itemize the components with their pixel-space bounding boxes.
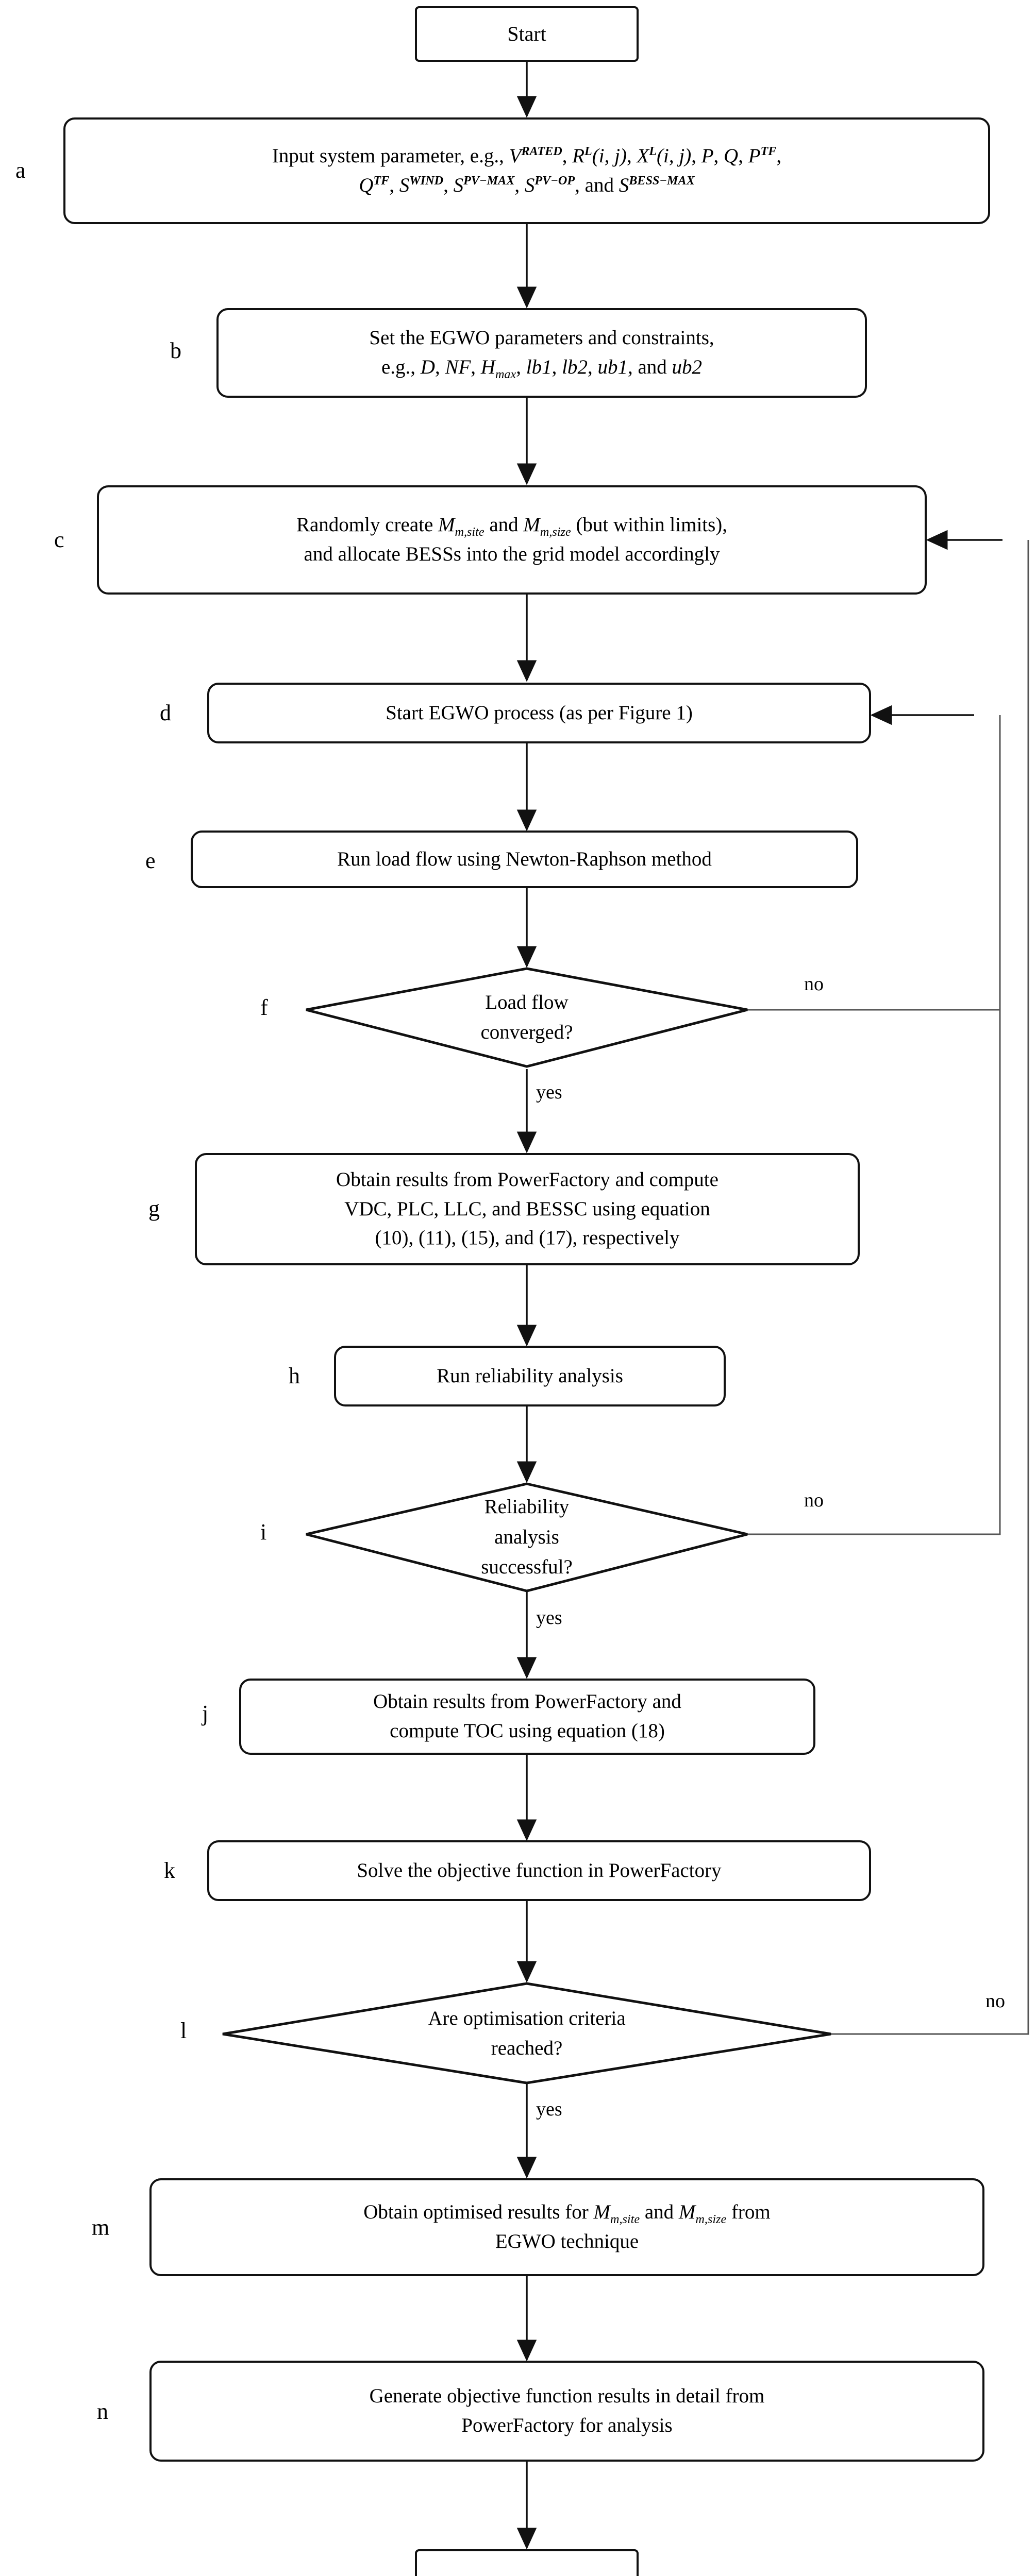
node-n-line2: PowerFactory for analysis: [461, 2414, 673, 2436]
node-j-line1: Obtain results from PowerFactory and: [373, 1690, 681, 1713]
node-g-line3: (10), (11), (15), and (17), respectively: [375, 1227, 680, 1249]
node-m-label: Obtain optimised results for Mm,site and…: [363, 2201, 771, 2252]
node-a[interactable]: Input system parameter, e.g., VRATED, RL…: [63, 117, 990, 224]
node-c[interactable]: Randomly create Mm,site and Mm,size (but…: [97, 485, 927, 595]
edge-label-f-no: no: [804, 973, 824, 995]
node-h[interactable]: Run reliability analysis: [334, 1346, 726, 1406]
step-tag-a: a: [15, 158, 26, 183]
node-l-line1: Are optimisation criteria: [428, 2007, 626, 2029]
node-d[interactable]: Start EGWO process (as per Figure 1): [207, 683, 871, 743]
node-j-label: Obtain results from PowerFactory and comp…: [362, 1687, 693, 1745]
node-n-line1: Generate objective function results in d…: [369, 2385, 765, 2408]
step-tag-m: m: [92, 2215, 110, 2240]
node-a-label: Input system parameter, e.g., VRATED, RL…: [272, 144, 782, 196]
node-f-label: Load flow converged?: [306, 969, 747, 1066]
edge-i-no-path: [747, 1010, 1001, 1535]
node-j[interactable]: Obtain results from PowerFactory and comp…: [239, 1679, 815, 1755]
node-e[interactable]: Run load flow using Newton-Raphson metho…: [191, 831, 858, 888]
step-tag-k: k: [164, 1858, 175, 1883]
node-g-line2: VDC, PLC, LLC, and BESSC using equation: [344, 1197, 710, 1220]
step-tag-i: i: [260, 1519, 267, 1545]
node-c-label: Randomly create Mm,site and Mm,size (but…: [296, 514, 728, 565]
edge-l-no-path: [831, 540, 1029, 2035]
node-i-line1: Reliability: [484, 1496, 570, 1518]
step-tag-j: j: [202, 1701, 209, 1726]
node-end[interactable]: END: [415, 2549, 639, 2576]
edge-label-l-yes: yes: [536, 2098, 562, 2120]
step-tag-b: b: [170, 338, 181, 363]
node-i[interactable]: Reliability analysis successful?: [306, 1484, 747, 1591]
node-d-label: Start EGWO process (as per Figure 1): [386, 701, 693, 724]
edge-label-i-yes: yes: [536, 1607, 562, 1629]
node-b[interactable]: Set the EGWO parameters and constraints,…: [216, 308, 867, 398]
step-tag-d: d: [160, 700, 171, 725]
node-g-label: Obtain results from PowerFactory and com…: [325, 1165, 730, 1253]
node-start-label: Start: [507, 22, 546, 45]
node-l[interactable]: Are optimisation criteria reached?: [223, 1984, 831, 2083]
node-g-line1: Obtain results from PowerFactory and com…: [336, 1168, 718, 1191]
edge-label-l-no: no: [985, 1990, 1005, 2012]
step-tag-g: g: [148, 1196, 160, 1221]
node-i-line3: successful?: [481, 1556, 573, 1579]
node-f-line2: converged?: [480, 1021, 573, 1043]
node-f[interactable]: Load flow converged?: [306, 969, 747, 1066]
node-l-line2: reached?: [491, 2037, 563, 2059]
node-h-label: Run reliability analysis: [437, 1364, 623, 1387]
node-start[interactable]: Start: [415, 6, 639, 62]
step-tag-f: f: [260, 995, 268, 1020]
node-n[interactable]: Generate objective function results in d…: [149, 2361, 984, 2462]
node-j-line2: compute TOC using equation (18): [390, 1720, 665, 1742]
step-tag-h: h: [289, 1363, 300, 1388]
edge-label-f-yes: yes: [536, 1081, 562, 1103]
step-tag-l: l: [180, 2018, 187, 2043]
node-e-label: Run load flow using Newton-Raphson metho…: [337, 848, 712, 870]
edge-label-i-no: no: [804, 1489, 824, 1511]
node-l-label: Are optimisation criteria reached?: [223, 1984, 831, 2083]
node-end-label: END: [494, 2573, 559, 2576]
node-f-line1: Load flow: [485, 991, 569, 1013]
node-g[interactable]: Obtain results from PowerFactory and com…: [195, 1153, 860, 1265]
step-tag-n: n: [97, 2399, 108, 2424]
node-i-label: Reliability analysis successful?: [306, 1484, 747, 1591]
node-k-label: Solve the objective function in PowerFac…: [357, 1859, 722, 1882]
step-tag-c: c: [54, 527, 64, 552]
node-m[interactable]: Obtain optimised results for Mm,site and…: [149, 2178, 984, 2276]
node-i-line2: analysis: [494, 1526, 559, 1548]
step-tag-e: e: [145, 848, 156, 873]
node-k[interactable]: Solve the objective function in PowerFac…: [207, 1840, 871, 1901]
node-n-label: Generate objective function results in d…: [358, 2382, 776, 2440]
node-b-label: Set the EGWO parameters and constraints,…: [369, 327, 714, 381]
